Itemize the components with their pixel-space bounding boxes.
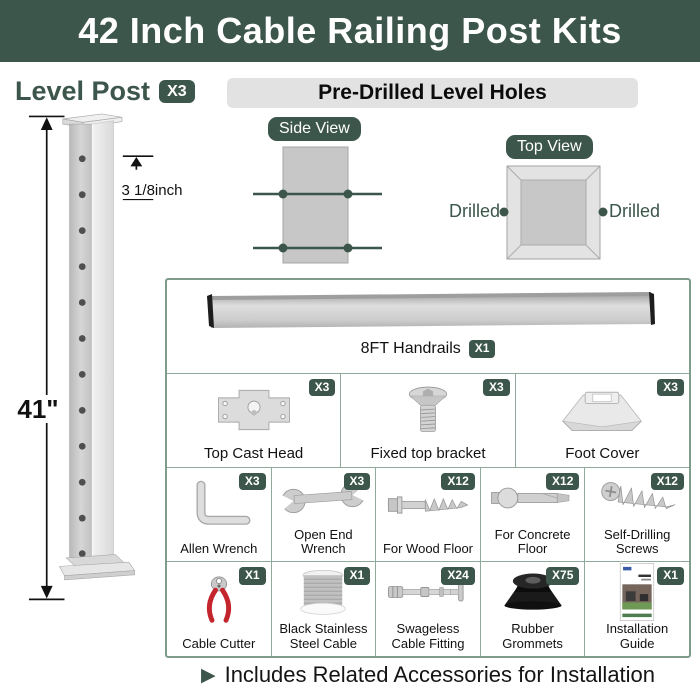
level-post-illustration bbox=[28, 113, 154, 601]
top-view-badge: Top View bbox=[506, 135, 593, 159]
part-label: Black Stainless Steel Cable bbox=[279, 621, 368, 651]
hardware-row: X3 Top Cast Head X3 bbox=[167, 374, 689, 469]
handrail-icon bbox=[207, 292, 655, 328]
qty-badge: X3 bbox=[657, 379, 684, 397]
accessories-row: X1 Cable Cutter X1 bbox=[167, 562, 689, 657]
kit-cell-installation-guide: X1 Installation Guide bbox=[585, 562, 689, 656]
wood-floor-screw-icon bbox=[376, 468, 480, 542]
part-label: Allen Wrench bbox=[180, 541, 258, 557]
qty-badge: X3 bbox=[482, 379, 510, 397]
handrail-caption: 8FT Handrails X1 bbox=[361, 340, 496, 358]
qty-badge: X3 bbox=[343, 473, 371, 491]
concrete-anchor-icon bbox=[481, 468, 585, 528]
cable-holes bbox=[78, 155, 86, 558]
handrail-qty-badge: X1 bbox=[468, 340, 496, 358]
level-post-qty-badge: X3 bbox=[159, 79, 195, 104]
side-view-badge: Side View bbox=[268, 117, 361, 141]
qty-badge: X75 bbox=[546, 567, 580, 585]
self-drilling-screw-icon bbox=[585, 468, 689, 528]
qty-badge: X24 bbox=[441, 567, 475, 585]
part-label: Foot Cover bbox=[565, 444, 640, 462]
kit-cell-concrete-floor-anchor: X12 For Concrete Floor bbox=[481, 468, 586, 562]
qty-badge: X3 bbox=[308, 379, 336, 397]
kit-contents-table: 8FT Handrails X1 X3 Top Cast Head bbox=[165, 278, 691, 658]
qty-badge: X12 bbox=[441, 473, 475, 491]
cable-cutter-icon bbox=[167, 562, 271, 636]
installation-guide-icon bbox=[585, 562, 689, 622]
kit-cell-swageless-fitting: X24 Swageless Cable Fitting bbox=[376, 562, 481, 657]
kit-cell-cable-cutter: X1 Cable Cutter bbox=[167, 562, 272, 657]
kit-cell-open-end-wrench: X3 Open End Wrench bbox=[272, 468, 377, 562]
tools-row: X3 Allen Wrench X3 bbox=[167, 468, 689, 563]
qty-badge: X3 bbox=[238, 473, 266, 491]
qty-badge: X12 bbox=[650, 473, 684, 491]
footer-note: ▶ Includes Related Accessories for Insta… bbox=[165, 662, 691, 688]
qty-badge: X1 bbox=[238, 567, 266, 585]
pre-drilled-title: Pre-Drilled Level Holes bbox=[318, 81, 547, 104]
part-label: For Wood Floor bbox=[382, 541, 474, 557]
top-view-diagram bbox=[499, 165, 608, 260]
kit-cell-foot-cover: X3 Foot Cover bbox=[516, 374, 689, 467]
kit-cell-rubber-grommets: X75 Rubber Grommets bbox=[481, 562, 586, 657]
part-label: Open End Wrench bbox=[294, 526, 353, 557]
rubber-grommet-icon bbox=[481, 562, 585, 622]
kit-cell-allen-wrench: X3 Allen Wrench bbox=[167, 468, 272, 562]
kit-cell-fixed-top-bracket: X3 Fixed top bracket bbox=[341, 374, 516, 468]
page-title: 42 Inch Cable Railing Post Kits bbox=[78, 10, 622, 51]
fixed-top-bracket-icon bbox=[341, 374, 514, 446]
part-label: Rubber Grommets bbox=[502, 621, 563, 651]
kit-cell-wood-floor-screw: X12 For Wood Floor bbox=[376, 468, 481, 562]
open-end-wrench-icon bbox=[272, 468, 376, 528]
part-label: For Concrete Floor bbox=[494, 526, 571, 557]
post-height-label: 41" bbox=[14, 395, 62, 423]
part-label: Installation Guide bbox=[606, 621, 669, 651]
pre-drilled-header-bar: Pre-Drilled Level Holes bbox=[227, 78, 638, 108]
level-post-heading: Level Post X3 bbox=[15, 76, 195, 107]
handrail-row: 8FT Handrails X1 bbox=[167, 280, 689, 375]
allen-wrench-icon bbox=[167, 468, 271, 542]
footer-note-text: Includes Related Accessories for Install… bbox=[224, 662, 656, 687]
kit-cell-self-drilling-screws: X12 Self-Drilling Screws bbox=[585, 468, 689, 561]
qty-badge: X1 bbox=[657, 567, 684, 585]
handrail-label: 8FT Handrails bbox=[360, 340, 461, 357]
title-banner: 42 Inch Cable Railing Post Kits bbox=[0, 0, 700, 62]
foot-cover-icon bbox=[516, 374, 689, 446]
kit-cell-top-cast-head: X3 Top Cast Head bbox=[167, 374, 342, 468]
height-dimension-arrow bbox=[28, 115, 65, 601]
swageless-fitting-icon bbox=[376, 562, 480, 622]
part-label: Top Cast Head bbox=[204, 444, 304, 462]
drilled-right-label: Drilled bbox=[609, 201, 661, 221]
kit-cell-cable-spool: X1 Black Stainless Steel Cable bbox=[272, 562, 377, 657]
side-view-diagram bbox=[253, 146, 382, 264]
part-label: Fixed top bracket bbox=[370, 444, 486, 462]
qty-badge: X12 bbox=[546, 473, 580, 491]
qty-badge: X1 bbox=[343, 567, 371, 585]
drilled-left-label: Drilled bbox=[448, 201, 500, 221]
hole-spacing-label: 3 1/8inch bbox=[120, 182, 184, 199]
part-label: Cable Cutter bbox=[182, 635, 256, 651]
level-post-label: Level Post bbox=[15, 76, 151, 106]
top-cast-head-icon bbox=[167, 374, 340, 446]
cable-spool-icon bbox=[272, 562, 376, 622]
part-label: Self-Drilling Screws bbox=[603, 526, 671, 557]
play-arrow-icon: ▶ bbox=[200, 664, 216, 686]
part-label: Swageless Cable Fitting bbox=[391, 621, 465, 651]
